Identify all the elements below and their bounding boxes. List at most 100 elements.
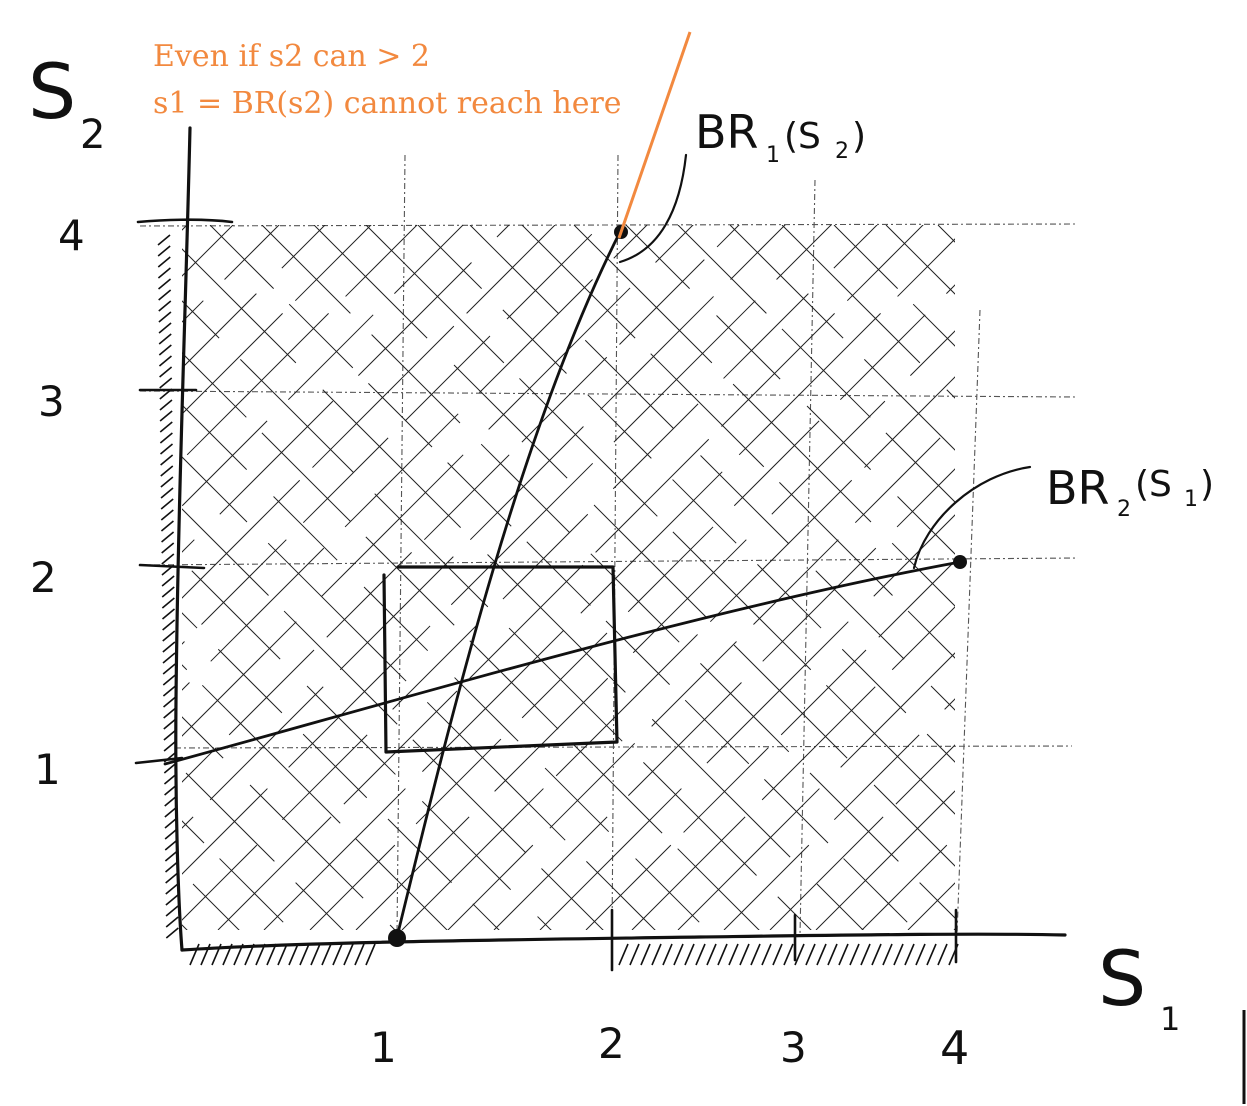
axis-shade-stroke [162, 685, 176, 697]
axis-shade-stroke [165, 872, 179, 884]
hatch-line [182, 716, 396, 930]
axis-shade-stroke [838, 943, 849, 966]
br2-label-arg: (S [1135, 464, 1172, 505]
axis-shade-stroke [158, 355, 172, 367]
axis-shade-stroke [159, 399, 173, 411]
axis-shade-stroke [189, 943, 200, 966]
hatch-line [937, 225, 955, 243]
axis-shade-stroke [640, 943, 651, 966]
axis-shade-stroke [728, 943, 739, 966]
axis-shade-stroke [165, 894, 179, 906]
hatch-line [447, 422, 955, 930]
hatch-line [217, 225, 924, 930]
axis-shade-stroke [161, 608, 176, 620]
axis-shade-stroke [165, 861, 179, 873]
axis-shade-stroke [158, 333, 172, 345]
axis-shade-stroke [695, 943, 706, 966]
hatch-line [182, 560, 552, 930]
axis-shade-stroke [288, 943, 299, 966]
br2-label-close: ) [1200, 464, 1214, 505]
hatch-line [182, 225, 510, 553]
hatch-line [1000, 210, 1247, 930]
axis-shade-stroke [157, 256, 171, 268]
axis-shade-stroke [165, 916, 179, 928]
br1-label: BR 1 (S 2 ) [695, 105, 866, 168]
br2-label-text: BR [1046, 461, 1110, 515]
axis-shade-stroke [893, 943, 904, 966]
br1-label-arg: (S [784, 116, 821, 157]
grid-vertical-4 [956, 309, 981, 936]
y-axis-label: S [28, 47, 76, 136]
y-tick-label-2: 2 [30, 553, 57, 602]
axis-shade-stroke [706, 943, 717, 966]
grid-horizontal-1 [174, 745, 1073, 749]
axis-shade-stroke [159, 366, 173, 378]
grid-vertical-3 [799, 179, 816, 936]
grid-horizontal-2 [139, 557, 1079, 566]
br2-leader [912, 465, 1032, 570]
axis-shade-stroke [160, 476, 174, 488]
hatch-line [729, 225, 955, 451]
axis-shade-stroke [160, 454, 174, 466]
annotation-pointer [617, 31, 692, 239]
axis-shade-stroke [157, 267, 171, 279]
hatch-line [677, 225, 955, 503]
hatch-line [182, 225, 372, 415]
x-tick-label-4: 4 [940, 1021, 969, 1075]
axis-shade-stroke [783, 943, 794, 966]
hatch-line [990, 225, 1247, 945]
hatch-line [263, 238, 955, 930]
hatch-line [182, 456, 656, 930]
axis-shade-stroke [354, 943, 365, 966]
grid-vertical-1 [396, 154, 406, 936]
axis-shade-stroke [299, 943, 310, 966]
hatch-line [182, 300, 812, 930]
y-tick-label-3: 3 [38, 377, 65, 426]
x-tick-label-3: 3 [780, 1023, 807, 1072]
hatch-line [815, 790, 955, 930]
br1-start-point [388, 929, 406, 947]
hatch-line [182, 225, 740, 783]
axis-shade-stroke [163, 696, 177, 708]
axis-shade-stroke [159, 421, 173, 433]
hatch-line [182, 508, 604, 930]
axis-shade-stroke [805, 943, 816, 966]
axis-shade-stroke [158, 322, 172, 334]
hatch-line [781, 225, 955, 399]
hatch-line [209, 225, 916, 930]
hatch-line [182, 820, 292, 930]
axis-shade-stroke [629, 943, 640, 966]
grid-horizontal-3 [139, 390, 1076, 398]
hatch-line [182, 225, 878, 921]
axis-shade-stroke [343, 943, 354, 966]
hatch-line [907, 882, 955, 930]
axis-shade-stroke [163, 729, 177, 741]
br2-label-sub: 2 [1117, 497, 1131, 522]
axis-shade-stroke [161, 586, 175, 598]
hatch-line [417, 225, 955, 763]
hatch-line [355, 330, 955, 930]
hatch-line [261, 225, 955, 919]
axis-shade-stroke [158, 344, 172, 356]
axis-shade-stroke [904, 943, 915, 966]
axis-shade-stroke [162, 663, 176, 675]
grid-vertical-2 [611, 154, 619, 936]
hatch-line [182, 225, 694, 737]
hatch-line [182, 225, 418, 461]
axis-shade-stroke [739, 943, 750, 966]
axis-shade-stroke [717, 943, 728, 966]
axis-shade-stroke [160, 520, 174, 532]
y-tick-label-4: 4 [58, 211, 85, 260]
annotation-line-1: Even if s2 can > 2 [153, 39, 430, 74]
axis-shade-stroke [162, 619, 176, 631]
hatch-line [182, 768, 344, 930]
hatch-line [539, 514, 955, 930]
axis-shade-stroke [157, 234, 171, 246]
x-tick-label-2: 2 [598, 1019, 625, 1068]
axis-shade-stroke [750, 943, 761, 966]
axis-shade-stroke [160, 509, 174, 521]
axis-shade-stroke [165, 905, 179, 917]
hatch-line [631, 606, 955, 930]
